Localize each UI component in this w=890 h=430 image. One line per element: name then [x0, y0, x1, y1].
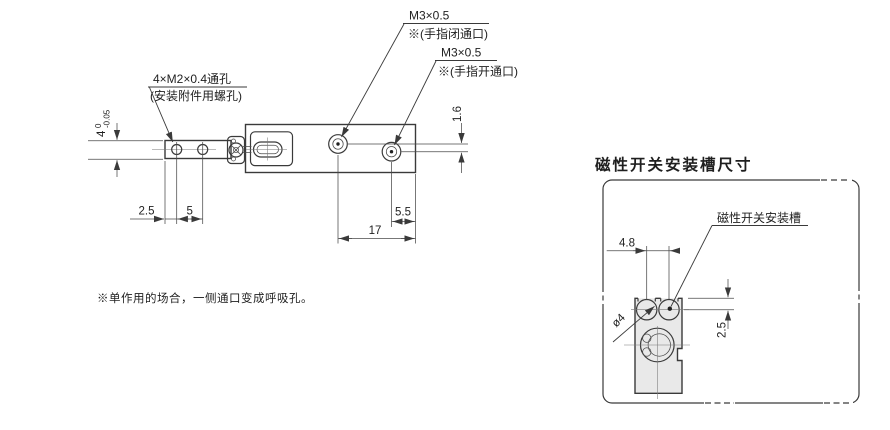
dim-hole-pitch: 5 — [186, 206, 192, 218]
label-port-close-line2: ※(手指闭通口) — [408, 26, 488, 41]
leader-line — [394, 60, 437, 146]
dim-port-span: 17 — [369, 225, 382, 237]
label-mount-holes-line2: (安装附件用螺孔) — [150, 88, 242, 103]
dim-groove-pitch: 4.8 — [619, 238, 635, 250]
leader-line — [670, 225, 713, 307]
panel-title: 磁性开关安装槽尺寸 — [595, 155, 753, 174]
port-open-inner — [385, 146, 398, 158]
end-body-fill — [635, 298, 682, 394]
dim-groove-depth: 2.5 — [717, 322, 729, 338]
callout-mount-holes: 4×M2×0.4通孔 (安装附件用螺孔) — [148, 72, 247, 143]
dim-rail-height-tol-upper: 0 — [94, 123, 103, 128]
bracket-pin-bottom — [231, 156, 236, 162]
side-notch — [677, 348, 683, 361]
side-view-dimensions: 4 0 -0.05 2.5 5 5.5 17 1.6 — [88, 106, 468, 244]
dim-hole-offset: 2.5 — [139, 206, 155, 218]
port-open-outer — [381, 141, 402, 162]
port-open-center — [389, 150, 394, 154]
dim-groove-diameter-group: ø4 — [610, 311, 628, 329]
leader-line — [612, 305, 655, 343]
dim-groove-depth-group: 2.5 — [717, 322, 729, 338]
bore-hole-bottom — [642, 347, 652, 357]
screw-inner-circle — [233, 147, 239, 153]
finger-bracket-shape — [226, 135, 246, 165]
leader-line — [149, 87, 174, 143]
note-text: ※单作用的场合，一侧通口变成呼吸孔。 — [97, 291, 313, 305]
port-close-center — [336, 142, 340, 146]
leader-line — [341, 23, 405, 138]
switch-groove-panel: 磁性开关安装槽尺寸 — [595, 155, 862, 406]
dim-rail-height: 4 — [96, 130, 108, 137]
port-close-inner — [332, 138, 344, 150]
finger-cavity — [249, 131, 294, 167]
dim-groove-diameter: ø4 — [610, 311, 628, 329]
bracket-screw — [228, 142, 244, 158]
bore-hole-top — [642, 333, 652, 343]
callout-port-close: M3×0.5 ※(手指闭通口) — [341, 9, 489, 138]
groove-label: 磁性开关安装槽 — [717, 210, 801, 225]
screw-cross-line — [230, 144, 242, 156]
dim-rail-height-tol-lower: -0.05 — [103, 109, 112, 128]
label-port-open-line1: M3×0.5 — [441, 46, 482, 60]
label-port-close-line1: M3×0.5 — [409, 9, 450, 23]
callout-port-open: M3×0.5 ※(手指开通口) — [394, 46, 518, 146]
body-shape — [244, 123, 417, 174]
dim-port-to-end: 5.5 — [395, 207, 411, 219]
label-port-open-line2: ※(手指开通口) — [438, 64, 518, 79]
callout-groove: 磁性开关安装槽 — [667, 210, 808, 311]
port-open-hole — [381, 141, 402, 162]
port-close-outer — [328, 134, 348, 154]
dim-port-offset-group: 1.6 — [452, 106, 464, 122]
dim-port-offset: 1.6 — [452, 106, 464, 122]
side-view — [152, 123, 417, 174]
end-view-body — [624, 297, 690, 399]
label-mount-holes-line1: 4×M2×0.4通孔 — [153, 72, 231, 86]
dim-rail-height-group: 4 0 -0.05 — [94, 109, 112, 137]
end-body-outline — [634, 297, 683, 394]
port-close-hole — [328, 134, 348, 154]
leader-dot — [667, 306, 672, 311]
bracket-pin-top — [231, 138, 236, 144]
